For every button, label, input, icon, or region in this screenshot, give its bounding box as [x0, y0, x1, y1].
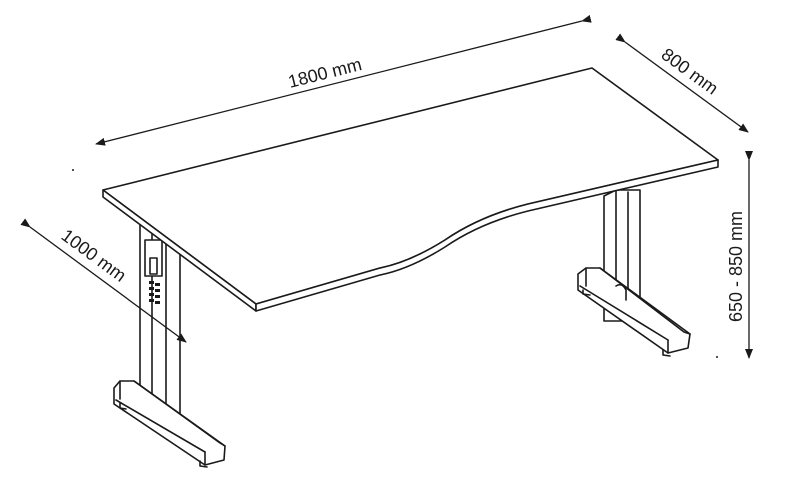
stray-dot: [72, 169, 74, 171]
right-leg-frame: [577, 189, 691, 357]
height-label: 650 - 850 mm: [726, 211, 746, 322]
dimension-height: 650 - 850 mm: [726, 151, 753, 359]
stray-dot: [716, 356, 718, 358]
depth-label: 800 mm: [658, 44, 722, 99]
